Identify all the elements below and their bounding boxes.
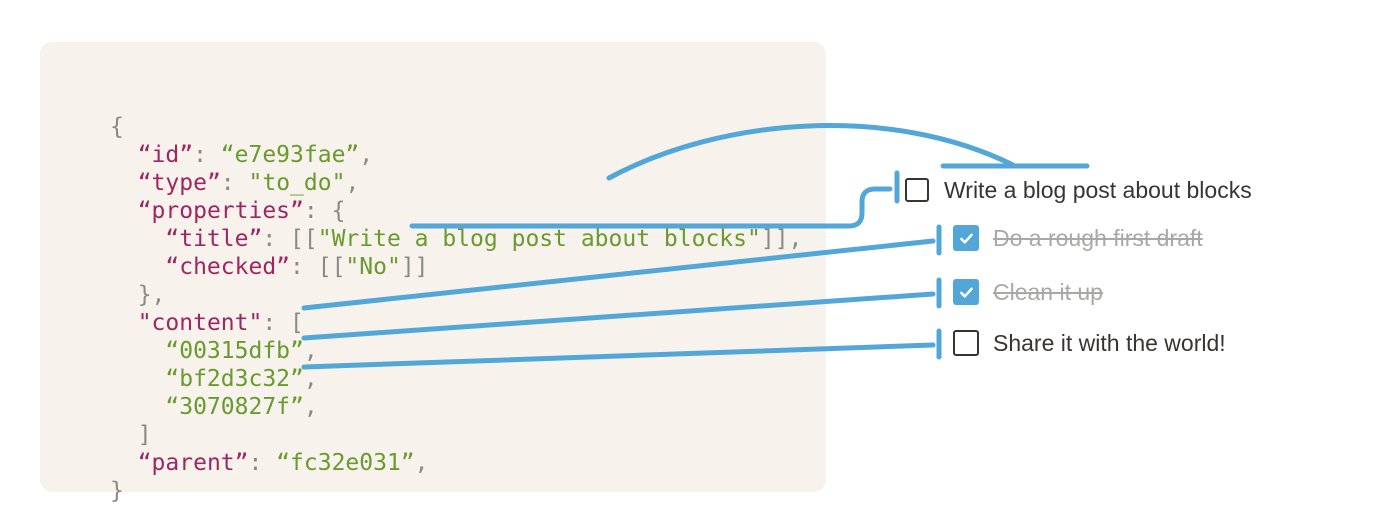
todo-checkbox-checked[interactable] — [953, 279, 979, 305]
code-token: , — [303, 394, 318, 420]
code-token: : — [290, 254, 318, 280]
code-token: “fc32e031” — [276, 450, 415, 476]
code-line: }, — [110, 281, 802, 309]
code-token: “properties” — [137, 198, 304, 224]
todo-item-label: Write a blog post about blocks — [944, 176, 1252, 203]
code-line: “00315dfb”, — [110, 337, 802, 365]
code-line: } — [110, 477, 802, 505]
code-line: “parent”: “fc32e031”, — [110, 449, 802, 477]
code-token: { — [331, 198, 346, 224]
code-token: , — [303, 366, 318, 392]
code-line: “type”: "to_do", — [110, 169, 802, 197]
code-token: “e7e93fae” — [220, 142, 360, 168]
title-connector-curve — [606, 123, 1016, 181]
code-token: “id” — [137, 142, 194, 168]
todo-checkbox-unchecked[interactable] — [953, 330, 979, 356]
checked-connector — [409, 186, 893, 229]
code-token: ] — [110, 422, 152, 448]
code-token: “00315dfb” — [165, 338, 304, 364]
code-token: “3070827f” — [165, 394, 304, 420]
code-token: “checked” — [165, 254, 291, 280]
todo-item: Write a blog post about blocks — [905, 176, 1252, 204]
todo-checkbox-unchecked[interactable] — [905, 178, 929, 202]
code-token: "Write a blog post about blocks" — [317, 226, 761, 252]
code-token: { — [110, 114, 124, 140]
code-line: “properties”: { — [110, 197, 802, 225]
code-token: ]] — [400, 254, 429, 280]
todo-checkbox-checked[interactable] — [953, 225, 979, 251]
code-token: [[ — [290, 226, 318, 252]
content-3-connector — [301, 342, 936, 370]
code-token: [[ — [317, 254, 346, 280]
code-token: , — [359, 142, 374, 168]
code-token: , — [303, 338, 318, 364]
code-line: “title”: [["Write a blog post about bloc… — [110, 225, 802, 253]
code-token: : — [262, 310, 291, 336]
content-1-connector — [301, 238, 936, 311]
code-token: : — [193, 142, 221, 168]
code-line: “id”: “e7e93fae”, — [110, 141, 802, 169]
code-line: "content": [ — [110, 309, 802, 337]
code-token: : — [220, 170, 249, 196]
todo-item: Clean it up — [953, 278, 1103, 306]
todo-item-label: Do a rough first draft — [993, 224, 1203, 251]
todo-item: Do a rough first draft — [953, 224, 1203, 252]
json-code: { “id”: “e7e93fae”, “type”: "to_do", “pr… — [110, 113, 802, 505]
code-token: , — [414, 450, 429, 476]
content-2-connector — [301, 291, 936, 341]
code-token: “parent” — [137, 450, 249, 476]
code-line: “3070827f”, — [110, 393, 802, 421]
checkmark-icon — [959, 287, 973, 298]
todo-item: Share it with the world! — [953, 329, 1226, 357]
code-token: “type” — [137, 170, 221, 196]
code-token: "No" — [345, 254, 401, 280]
code-token: "content" — [137, 310, 263, 336]
code-token: : — [248, 450, 277, 476]
code-token: : — [303, 198, 332, 224]
code-token: [ — [290, 310, 304, 336]
code-token: “title” — [165, 226, 263, 252]
code-token: "to_do" — [248, 170, 346, 196]
code-line: ] — [110, 421, 802, 449]
todo-item-label: Clean it up — [993, 278, 1103, 305]
code-token: , — [345, 170, 360, 196]
code-line: “bf2d3c32”, — [110, 365, 802, 393]
code-line: “checked”: [["No"]] — [110, 253, 802, 281]
checkmark-icon — [959, 233, 973, 244]
code-token: } — [110, 478, 124, 504]
todo-item-label: Share it with the world! — [993, 329, 1226, 356]
code-token: }, — [110, 282, 166, 308]
code-line: { — [110, 113, 802, 141]
code-token: “bf2d3c32” — [165, 366, 304, 392]
code-token: : — [262, 226, 291, 252]
code-token: ]], — [760, 226, 803, 252]
